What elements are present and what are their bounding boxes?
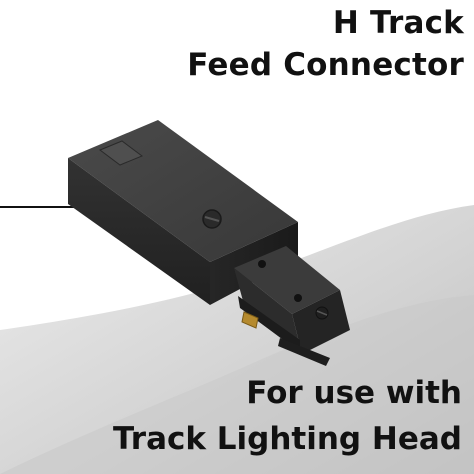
title-line-1: H Track <box>332 5 464 41</box>
adapter-hole-1 <box>258 260 266 268</box>
adapter-rail <box>238 296 300 352</box>
housing-front-face <box>68 158 210 305</box>
housing-top-tab <box>98 140 144 166</box>
adapter-screw-slot <box>316 310 328 316</box>
adapter-hole-2 <box>294 294 302 302</box>
background-swoosh-highlight <box>0 295 474 474</box>
title-line-2: Feed Connector <box>187 47 464 83</box>
screw-slot <box>204 216 220 222</box>
brass-contact <box>241 311 259 329</box>
tagline-line-2: Track Lighting Head <box>113 421 462 457</box>
tagline-line-1: For use with <box>246 375 462 411</box>
adapter-side <box>292 290 350 354</box>
adapter-rail-lower <box>278 338 330 366</box>
